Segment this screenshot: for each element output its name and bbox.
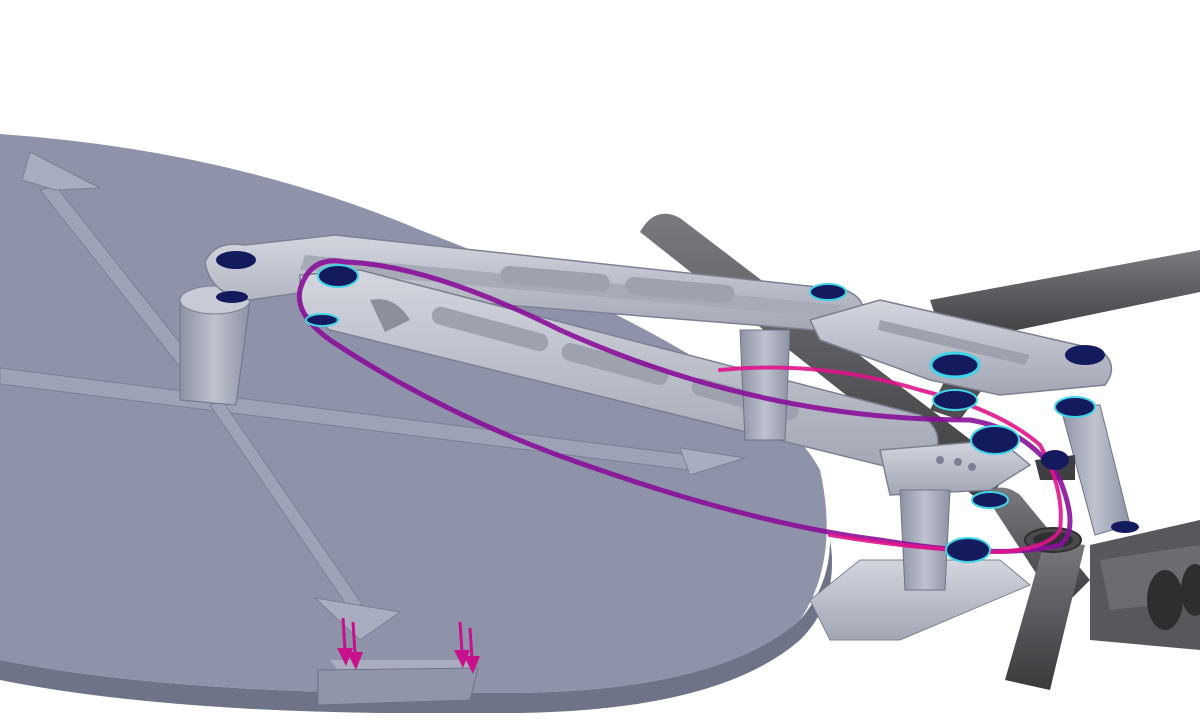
base-plate: [0, 134, 832, 713]
upper-link: [204, 234, 864, 333]
joint-cap-icon: [317, 264, 359, 288]
right-pillar: [899, 489, 951, 591]
load-block-front: [317, 667, 479, 706]
joint-cap-icon: [945, 537, 991, 563]
guide-rail-arrowhead-bottom: [313, 597, 402, 641]
joint-cap-icon: [1041, 450, 1069, 470]
joint-cap-icon: [305, 313, 339, 327]
joint-cap-icon: [216, 291, 248, 303]
joint-cap-icon: [809, 283, 847, 301]
vertical-tube: [1005, 540, 1085, 690]
plate-top-surface: [0, 134, 827, 693]
long-tube: [930, 250, 1200, 345]
joint-cap-icon: [932, 389, 978, 411]
right-pillar-2: [739, 329, 791, 441]
joint-cap-icon: [929, 351, 981, 379]
right-link-cluster: [739, 299, 1131, 591]
joint-cap-icon: [1065, 345, 1105, 365]
load-block-top: [330, 660, 478, 670]
force-arrow-icon: [454, 621, 480, 674]
joint-cap-icon: [216, 251, 256, 269]
force-arrows: [337, 617, 480, 674]
lower-link: [809, 559, 1031, 641]
joint-cap-icon: [971, 491, 1009, 509]
guide-rail-arrowhead-right: [679, 447, 746, 476]
trajectory-magenta: [296, 258, 1073, 554]
joint-cap-icon: [1111, 521, 1139, 533]
joint-cap-icon: [1054, 396, 1096, 418]
joints: [216, 251, 1139, 563]
force-arrow-icon: [337, 617, 363, 670]
joint-cap-icon: [970, 425, 1020, 455]
guide-rail-arrowhead-top: [21, 151, 102, 191]
